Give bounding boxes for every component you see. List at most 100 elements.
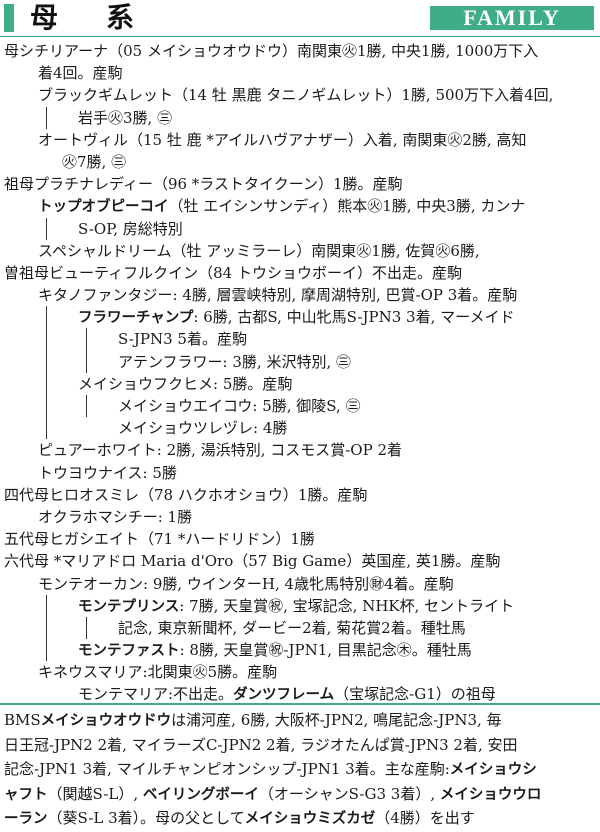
line-body: オートヴィル（15 牡 鹿 *アイルハヴアナザー）入着, 南関東㊋2勝, 高知 <box>38 130 527 149</box>
line-text: ㊋7勝, ㊂ <box>62 151 126 173</box>
header-underline <box>0 36 600 37</box>
pedigree-line: アテンフラワー: 3勝, 米沢特別, ㊂ <box>0 350 600 373</box>
family-label: FAMILY <box>430 6 594 30</box>
line-text: 六代母 *マリアドロ Maria d'Oro（57 Big Game）英国産, … <box>4 550 500 572</box>
line-body: アテンフラワー: 3勝, 米沢特別, ㊂ <box>118 352 351 371</box>
tree-connector <box>46 372 47 395</box>
horse-name-bold: メイショウオウドウ <box>40 713 172 729</box>
bms-text: 日王冠-JPN2 2着, マイラーズC-JPN2 2着, ラジオたんぱ賞-JPN… <box>4 735 518 754</box>
line-text: モンテファスト: 8勝, 天皇賞㊗-JPN1, 目黒記念㊍。種牡馬 <box>78 639 472 662</box>
pedigree-line: 四代母ヒロオスミレ（78 ハクホオショウ）1勝。産駒 <box>0 484 600 506</box>
bms-line: ャフト（関越S-L）, ベイリングボーイ（オーシャンS-G3 3着）, メイショ… <box>4 782 596 807</box>
pedigree-line: モンテプリンス: 7勝, 天皇賞㊗, 宝塚記念, NHK杯, セントライト <box>0 594 600 618</box>
line-text: メイショウフクヒメ: 5勝。産駒 <box>78 373 292 395</box>
line-body: 六代母 *マリアドロ Maria d'Oro（57 Big Game）英国産, … <box>4 552 501 571</box>
horse-name-bold: モンテファスト <box>78 643 180 660</box>
line-body: 五代母ヒガシエイト（71 *ハードリドン）1勝 <box>4 530 315 549</box>
pedigree-line: モンテマリア:不出走。ダンツフレーム（宝塚記念-G1）の祖母 <box>0 683 600 705</box>
bms-line: BMSメイショウオウドウは浦河産, 6勝, 大阪杯-JPN2, 鳴尾記念-JPN… <box>4 708 596 733</box>
pedigree-line: 着4回。産駒 <box>0 62 600 84</box>
horse-name-bold: トップオブピーコイ <box>38 199 169 216</box>
tree-connector <box>86 328 87 351</box>
bms-paragraph: BMSメイショウオウドウは浦河産, 6勝, 大阪杯-JPN2, 鳴尾記念-JPN… <box>4 708 596 831</box>
line-text: オートヴィル（15 牡 鹿 *アイルハヴアナザー）入着, 南関東㊋2勝, 高知 <box>38 129 526 151</box>
line-text: 祖母プラチナレディー（96 *ラストタイクーン）1勝。産駒 <box>4 173 403 195</box>
pedigree-line: ㊋7勝, ㊂ <box>0 151 600 173</box>
tree-connector <box>46 328 47 351</box>
line-body: メイショウエイコウ: 5勝, 御陵S, ㊂ <box>118 397 361 415</box>
pedigree-line: スペシャルドリーム（牡 アッミラーレ）南関東㊋1勝, 佐賀㊋6勝, <box>0 240 600 262</box>
pedigree-body: 母シチリアーナ（05 メイショウオウドウ）南関東㊋1勝, 中央1勝, 1000万… <box>0 40 600 706</box>
line-text: モンテオーカン: 9勝, ウインターH, 4歳牝馬特別㊖4着。産駒 <box>38 573 454 595</box>
tree-connector <box>46 639 47 662</box>
bms-text: （関越S-L）, <box>47 784 143 803</box>
line-body: オクラホマシチー: 1勝 <box>38 507 193 526</box>
bms-line: 日王冠-JPN2 2着, マイラーズC-JPN2 2着, ラジオたんぱ賞-JPN… <box>4 733 596 758</box>
tree-connector <box>46 594 47 617</box>
tree-connector <box>46 217 47 240</box>
pedigree-line: オクラホマシチー: 1勝 <box>0 506 600 528</box>
line-text: 着4回。産駒 <box>38 62 123 84</box>
line-body: ブラックギムレット（14 牡 黒鹿 タニノギムレット）1勝, 500万下入着4回… <box>38 86 554 105</box>
pedigree-line: 六代母 *マリアドロ Maria d'Oro（57 Big Game）英国産, … <box>0 550 600 572</box>
line-text: メイショウエイコウ: 5勝, 御陵S, ㊂ <box>118 395 361 417</box>
line-text: トップオブピーコイ（牡 エイシンサンディ）熊本㊋1勝, 中央3勝, カンナ <box>38 195 525 218</box>
pedigree-line: キネウスマリア:北関東㊋5勝。産駒 <box>0 661 600 683</box>
line-body: スペシャルドリーム（牡 アッミラーレ）南関東㊋1勝, 佐賀㊋6勝, <box>38 241 480 260</box>
line-text: モンテマリア:不出走。ダンツフレーム（宝塚記念-G1）の祖母 <box>78 683 496 706</box>
pedigree-line: キタノファンタジー: 4勝, 層雲峡特別, 摩周湖特別, 巴賞-OP 3着。産駒 <box>0 284 600 306</box>
horse-name-bold: モンテプリンス <box>78 598 180 615</box>
line-body: 記念, 東京新聞杯, ダービー2着, 菊花賞2着。種牡馬 <box>118 618 466 637</box>
horse-name-bold: フラワーチャンプ <box>78 310 194 327</box>
line-body: S-OP, 房総特別 <box>78 219 183 238</box>
pedigree-line: モンテオーカン: 9勝, ウインターH, 4歳牝馬特別㊖4着。産駒 <box>0 573 600 595</box>
horse-name-bold: ーラン <box>4 811 48 827</box>
line-text: アテンフラワー: 3勝, 米沢特別, ㊂ <box>118 351 351 373</box>
line-text: モンテプリンス: 7勝, 天皇賞㊗, 宝塚記念, NHK杯, セントライト <box>78 595 514 618</box>
pedigree-line: 母シチリアーナ（05 メイショウオウドウ）南関東㊋1勝, 中央1勝, 1000万… <box>0 40 600 62</box>
line-body: キネウスマリア:北関東㊋5勝。産駒 <box>38 663 278 682</box>
line-text: キネウスマリア:北関東㊋5勝。産駒 <box>38 661 277 683</box>
line-body: : 8勝, 天皇賞㊗-JPN1, 目黒記念㊍。種牡馬 <box>179 641 472 660</box>
horse-name-bold: メイショウミズカゼ <box>244 811 376 827</box>
header-accent-bar <box>4 4 14 32</box>
bms-divider <box>0 703 600 705</box>
line-body: ピュアーホワイト: 2勝, 湯浜特別, コスモス賞-OP 2着 <box>38 441 403 460</box>
tree-connector <box>86 395 87 418</box>
line-body: メイショウツレヅレ: 4勝 <box>118 419 288 438</box>
tree-connector <box>86 350 87 373</box>
line-text: 母シチリアーナ（05 メイショウオウドウ）南関東㊋1勝, 中央1勝, 1000万… <box>4 40 538 62</box>
line-body: キタノファンタジー: 4勝, 層雲峡特別, 摩周湖特別, 巴賞-OP 3着。産駒 <box>38 286 518 305</box>
line-body: 岩手㊋3勝, ㊂ <box>78 108 173 127</box>
pedigree-line: 岩手㊋3勝, ㊂ <box>0 106 600 129</box>
pedigree-line: 五代母ヒガシエイト（71 *ハードリドン）1勝 <box>0 528 600 550</box>
bms-text: （葵S-L 3着）。母の父として <box>47 809 245 827</box>
pedigree-line: フラワーチャンプ: 6勝, 古都S, 中山牝馬S-JPN3 3着, マーメイド <box>0 306 600 329</box>
tree-connector <box>46 616 47 640</box>
pedigree-line: モンテファスト: 8勝, 天皇賞㊗-JPN1, 目黒記念㊍。種牡馬 <box>0 639 600 662</box>
line-body: メイショウフクヒメ: 5勝。産駒 <box>78 374 293 393</box>
pedigree-line: メイショウツレヅレ: 4勝 <box>0 417 600 440</box>
pedigree-line: ブラックギムレット（14 牡 黒鹿 タニノギムレット）1勝, 500万下入着4回… <box>0 84 600 106</box>
pedigree-line: オートヴィル（15 牡 鹿 *アイルハヴアナザー）入着, 南関東㊋2勝, 高知 <box>0 129 600 151</box>
pedigree-line: S-OP, 房総特別 <box>0 217 600 240</box>
pedigree-line: メイショウエイコウ: 5勝, 御陵S, ㊂ <box>0 395 600 418</box>
bms-line: ーラン（葵S-L 3着）。母の父としてメイショウミズカゼ（4勝）を出す <box>4 806 596 831</box>
line-body: （宝塚記念-G1）の祖母 <box>334 685 496 704</box>
horse-name-bold: ャフト <box>4 786 48 803</box>
line-body: 祖母プラチナレディー（96 *ラストタイクーン）1勝。産駒 <box>4 175 403 194</box>
bms-text: （4勝）を出す <box>375 809 475 827</box>
line-body: モンテオーカン: 9勝, ウインターH, 4歳牝馬特別㊖4着。産駒 <box>38 574 454 593</box>
line-body: モンテマリア:不出走。 <box>78 685 234 704</box>
line-body: （牡 エイシンサンディ）熊本㊋1勝, 中央3勝, カンナ <box>168 197 526 216</box>
bms-line: 記念-JPN1 3着, マイルチャンピオンシップ-JPN1 3着。主な産駒:メイ… <box>4 757 596 782</box>
line-body: 四代母ヒロオスミレ（78 ハクホオショウ）1勝。産駒 <box>4 485 368 504</box>
tree-connector <box>46 395 47 418</box>
horse-name-bold: ダンツフレーム <box>233 687 335 704</box>
pedigree-line: トウヨウナイス: 5勝 <box>0 462 600 484</box>
line-body: 曽祖母ビューティフルクイン（84 トウショウボーイ）不出走。産駒 <box>4 263 462 282</box>
line-text: 五代母ヒガシエイト（71 *ハードリドン）1勝 <box>4 528 315 550</box>
section-header: 母 系 FAMILY <box>0 0 600 37</box>
line-text: 曽祖母ビューティフルクイン（84 トウショウボーイ）不出走。産駒 <box>4 262 462 284</box>
pedigree-line: トップオブピーコイ（牡 エイシンサンディ）熊本㊋1勝, 中央3勝, カンナ <box>0 195 600 217</box>
